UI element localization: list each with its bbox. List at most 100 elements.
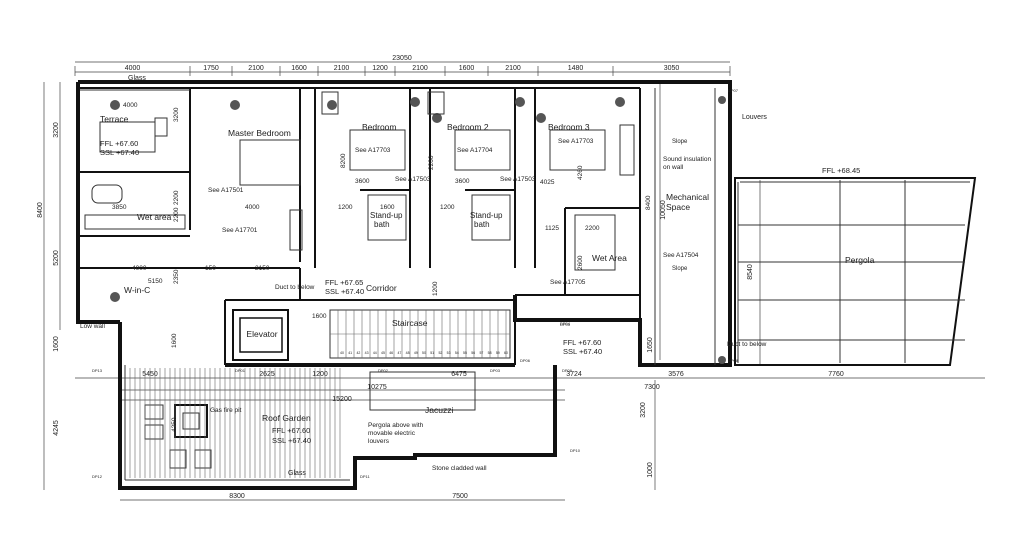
dp-DP13: DP13: [92, 368, 103, 373]
dp-DP05: DP05: [560, 322, 571, 327]
room-labels: Terrace Master Bedroom Bedroom Bedroom 2…: [100, 114, 875, 423]
svg-text:8200: 8200: [340, 153, 347, 168]
level-corridor-ffl: FFL +67.65: [325, 278, 363, 287]
label-master-bedroom: Master Bedroom: [228, 128, 291, 138]
note-low-wall: Low wall: [80, 323, 105, 330]
label-w-in-c: W-in-C: [124, 285, 150, 295]
bottom-dimension-chain: 8300 7500: [120, 493, 565, 501]
note-stone-wall: Stone cladded wall: [432, 465, 487, 472]
svg-text:1600: 1600: [171, 333, 178, 348]
level-corridor-ssl: SSL +67.40: [325, 287, 364, 296]
stair-step-41: 41: [348, 351, 352, 355]
svg-text:4250: 4250: [171, 417, 178, 432]
label-bedroom-2: Bedroom 2: [447, 122, 489, 132]
dim-2625: 2625: [259, 371, 275, 378]
dim-top-8: 2100: [505, 65, 521, 72]
svg-text:1200: 1200: [432, 281, 439, 296]
label-corridor: Corridor: [366, 283, 397, 293]
svg-text:2200: 2200: [173, 190, 180, 205]
ref-a17703: See A17703: [355, 147, 391, 154]
svg-text:2200: 2200: [428, 155, 435, 170]
svg-text:2600: 2600: [577, 255, 584, 270]
dp-DP03: DP03: [490, 368, 501, 373]
svg-text:3600: 3600: [455, 178, 470, 185]
svg-text:1200: 1200: [338, 204, 353, 211]
stair-step-50: 50: [422, 351, 426, 355]
dim-top-5: 1200: [372, 65, 388, 72]
dp-DP02: DP02: [378, 368, 389, 373]
dim-right-1650: 1650: [647, 337, 654, 353]
dim-7760: 7760: [828, 371, 844, 378]
ref-a17503: See A17503: [395, 176, 431, 183]
level-terrace-ssl: SSL +67.40: [100, 148, 139, 157]
dim-top-10: 3050: [664, 65, 680, 72]
ref-a17503b: See A17503: [500, 176, 536, 183]
svg-text:3600: 3600: [355, 178, 370, 185]
svg-text:150: 150: [205, 265, 216, 272]
dp-DP10: DP10: [570, 448, 581, 453]
ref-a17701: See A17701: [222, 227, 258, 234]
stair-step-55: 55: [463, 351, 467, 355]
ref-a17705: See A17705: [550, 279, 586, 286]
jacuzzi-basin: [369, 371, 476, 411]
elevator-car: [239, 317, 283, 353]
dp-DP06: DP06: [520, 358, 531, 363]
svg-text:4000: 4000: [245, 204, 260, 211]
label-bedroom-3: Bedroom 3: [548, 122, 590, 132]
svg-text:8400: 8400: [645, 195, 652, 210]
level-pergola: FFL +68.45: [822, 166, 860, 175]
dim-left-8400: 8400: [37, 202, 44, 218]
main-walls: [76, 80, 732, 367]
dim-left-3200: 3200: [53, 122, 60, 138]
stair-step-47: 47: [397, 351, 401, 355]
stair-step-44: 44: [373, 351, 377, 355]
note-gas-fire-pit: Gas fire pit: [210, 407, 242, 414]
label-pergola: Pergola: [845, 255, 875, 265]
dp-DP01: DP01: [235, 368, 246, 373]
level-terrace-ffl: FFL +67.60: [100, 139, 138, 148]
svg-text:2150: 2150: [255, 265, 270, 272]
left-dimension-chain: 3200 8400 5200 1600 4245: [37, 82, 61, 490]
svg-text:1600: 1600: [312, 313, 327, 320]
right-dimension-chain: 10050 8540 3200 1000 1650: [640, 82, 761, 490]
dim-3576: 3576: [668, 371, 684, 378]
svg-text:4025: 4025: [540, 179, 555, 186]
columns: [110, 96, 726, 364]
label-roof-garden: Roof Garden: [262, 413, 311, 423]
dp-DP11: DP11: [360, 474, 370, 479]
stair-step-48: 48: [406, 351, 410, 355]
dim-7500: 7500: [452, 493, 468, 500]
dim-top-0: 4000: [125, 65, 141, 72]
svg-text:1125: 1125: [545, 225, 559, 232]
dp-DP09: DP09: [562, 368, 573, 373]
dim-15200: 15200: [332, 396, 352, 403]
svg-text:1200: 1200: [440, 204, 455, 211]
note-slope-1: Slope: [672, 139, 688, 145]
dp-DP07: DP07: [728, 88, 739, 93]
note-duct-2: Duct to below: [727, 341, 767, 348]
dp-DP12: DP12: [92, 474, 103, 479]
stair-step-51: 51: [430, 351, 434, 355]
stair-step-42: 42: [356, 351, 360, 355]
stair-step-59: 59: [496, 351, 500, 355]
dim-top-3: 1600: [291, 65, 307, 72]
dim-7300: 7300: [644, 384, 660, 391]
label-bedroom: Bedroom: [362, 122, 397, 132]
label-elevator: Elevator: [246, 329, 277, 339]
svg-text:5150: 5150: [148, 278, 163, 285]
stair-step-45: 45: [381, 351, 385, 355]
roof-garden-outline: [118, 322, 557, 490]
stair-step-46: 46: [389, 351, 393, 355]
stair-step-57: 57: [479, 351, 483, 355]
svg-text:3200: 3200: [173, 107, 180, 122]
inner-dimensions: 4000 3200 2200 8200 3600 2200 3600 4025 …: [112, 102, 652, 432]
note-glass-top: Glass: [128, 75, 146, 82]
level-stair-ssl: SSL +67.40: [563, 347, 602, 356]
stair-step-49: 49: [414, 351, 418, 355]
svg-text:4000: 4000: [123, 102, 138, 109]
